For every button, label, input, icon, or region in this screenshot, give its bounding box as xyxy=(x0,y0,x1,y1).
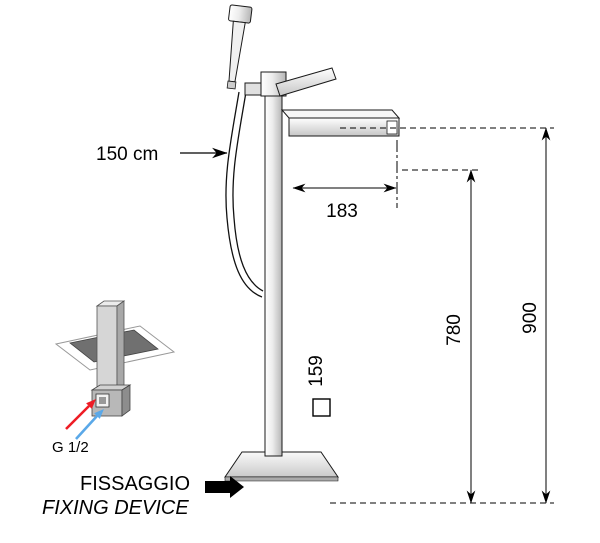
base-plate-edge xyxy=(224,476,339,482)
faucet-drawing xyxy=(224,4,401,482)
hand-shower-handle xyxy=(228,20,246,83)
spout-height-label: 780 xyxy=(444,314,465,346)
connection-size-label: G 1/2 xyxy=(52,439,89,456)
fixing-clamp-detail xyxy=(99,397,106,404)
spout-top-face xyxy=(280,109,401,119)
fixing-device-illustration: G 1/2 xyxy=(52,300,176,456)
hand-shower-head xyxy=(228,4,253,24)
hose-length-label: 150 cm xyxy=(96,144,158,165)
fixing-box-side xyxy=(121,384,131,417)
fixing-labels: FISSAGGIO FIXING DEVICE xyxy=(42,473,244,519)
fixing-pointer-arrow-icon xyxy=(205,476,244,498)
mixer-lever xyxy=(275,67,337,97)
shower-hose-strand-outer xyxy=(225,91,263,298)
fixing-label-english: FIXING DEVICE xyxy=(42,497,189,519)
square-marker-label: 159 xyxy=(306,355,327,387)
total-height-label: 900 xyxy=(520,302,541,334)
square-symbol xyxy=(312,398,331,417)
spout-reach-label: 183 xyxy=(326,201,358,222)
hand-shower xyxy=(226,4,253,90)
tube-front-face xyxy=(96,305,118,391)
faucet-column xyxy=(264,93,283,457)
hot-water-arrow-icon xyxy=(65,405,90,430)
shower-hose-strand-inner xyxy=(232,91,264,292)
dimension-annotations: 150 cm 183 159 780 900 xyxy=(96,127,554,504)
spout-body xyxy=(288,117,400,137)
cold-water-arrowhead-icon xyxy=(94,409,104,419)
hand-shower-nut xyxy=(226,80,237,90)
hot-water-arrowhead-icon xyxy=(86,399,96,409)
cold-water-arrow-icon xyxy=(75,415,98,440)
tube-side-face xyxy=(116,300,125,391)
fixing-label-italian: FISSAGGIO xyxy=(80,473,190,495)
